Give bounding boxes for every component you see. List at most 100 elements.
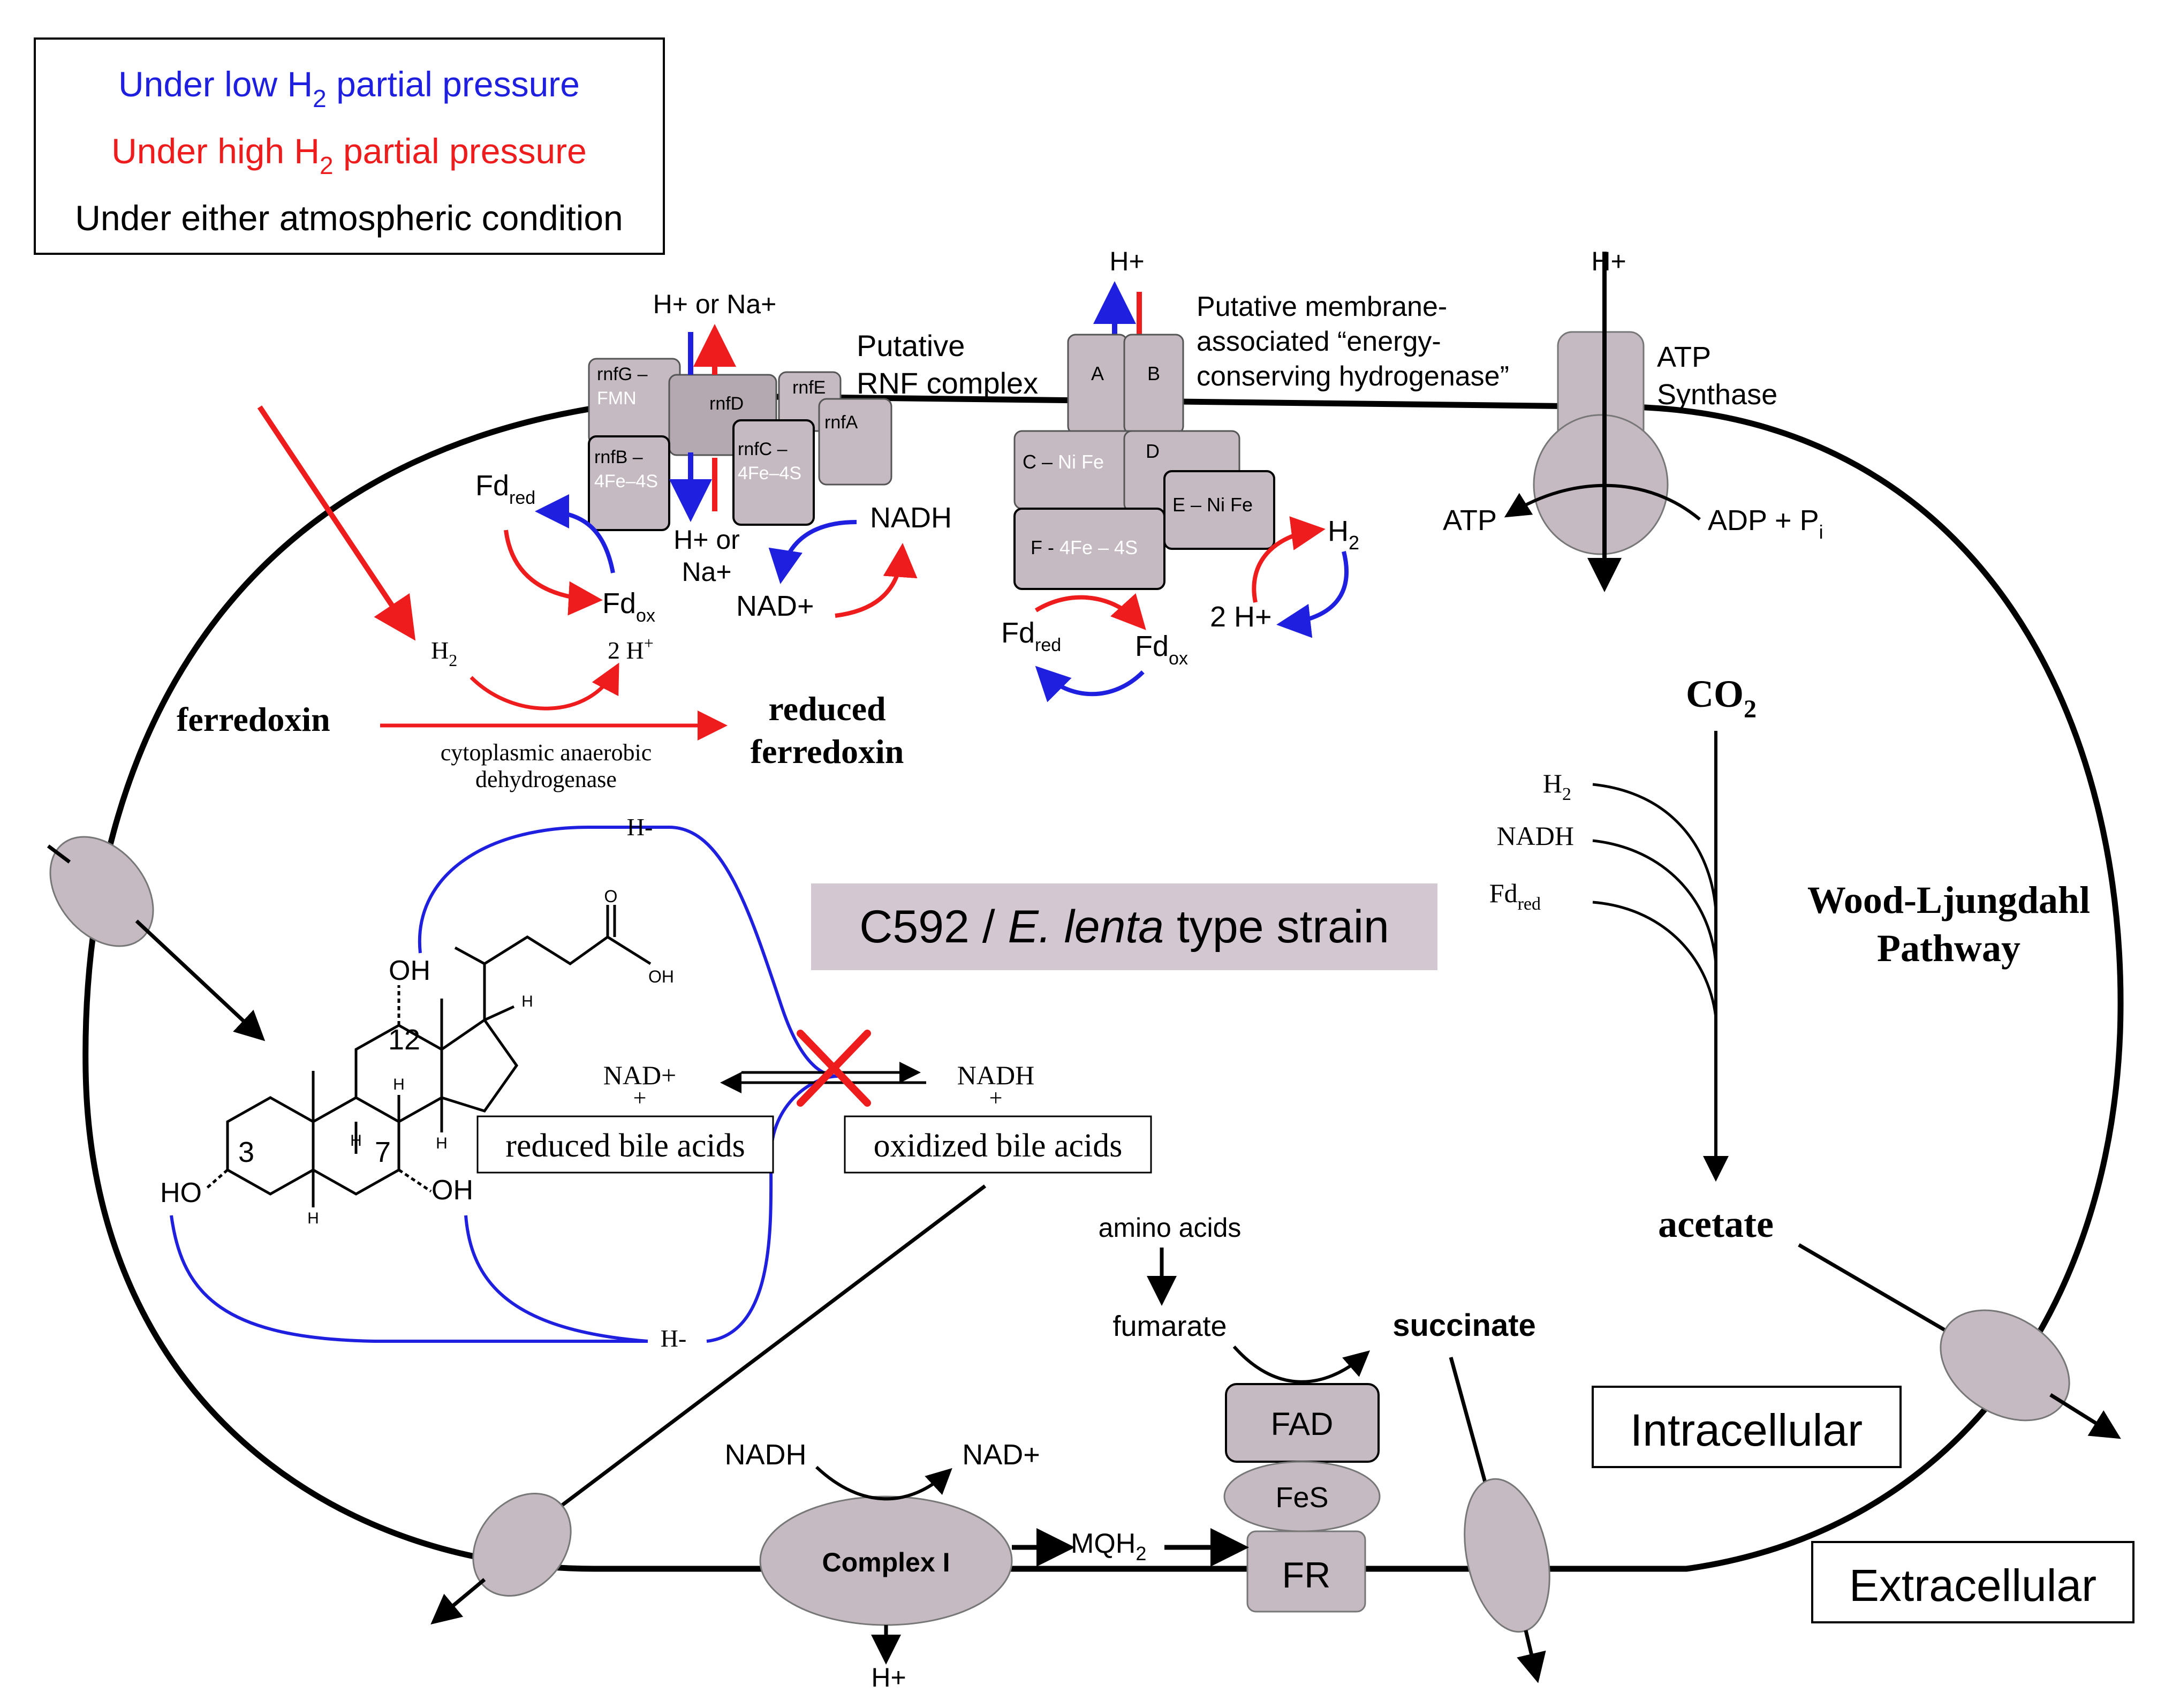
fumarate-label: fumarate [1112, 1310, 1227, 1342]
pos-12: 12 [388, 1024, 420, 1056]
bile-nad: NAD+ [603, 1060, 677, 1090]
atp-name-line2: Synthase [1657, 379, 1777, 411]
oh-12: OH [389, 955, 430, 986]
ech-fd-red-arrow [1034, 593, 1146, 630]
oxidized-bile-acids-box [844, 1115, 1152, 1174]
legend-high-pressure: Under high H2 partial pressure [111, 131, 587, 179]
wl-fd-red: Fdred [1489, 878, 1541, 914]
succinate-exporter [1464, 1478, 1550, 1633]
ech-fd-blue-arrow [1035, 666, 1145, 702]
ech-fd-ox: Fdox [1135, 630, 1188, 669]
nadh-oxidation-arrow [815, 1465, 952, 1501]
pos-7: 7 [375, 1136, 391, 1168]
wl-co2: CO2 [1686, 672, 1757, 723]
bile-export-arrow-in [547, 1184, 987, 1517]
bile-acid-exporter [472, 1493, 572, 1597]
wl-nadh: NADH [1497, 821, 1574, 851]
atp-h-plus: H+ [1591, 246, 1626, 276]
fr-subunit [1246, 1530, 1366, 1613]
rnfB-cofactor: 4Fe–4S [594, 471, 658, 492]
strain-label: C592 / E. lenta type strain [859, 901, 1389, 953]
rnf-fd-ox: Fdox [602, 587, 655, 626]
ech-subunit-f [1013, 508, 1165, 590]
acetate-export-arrow-out [2049, 1393, 2121, 1439]
cyto-two-h: 2 H+ [608, 633, 654, 664]
rnfD-label: rnfD [709, 394, 744, 414]
ho-3: HO [160, 1177, 202, 1208]
ech-b-label: B [1147, 362, 1160, 384]
complex-i-label: Complex I [822, 1547, 950, 1577]
atp-name-line1: ATP [1657, 341, 1711, 373]
ring-c [354, 1024, 443, 1123]
intracellular-box [1592, 1386, 1902, 1468]
succinate-label: succinate [1392, 1308, 1536, 1343]
extracellular-label: Extracellular [1849, 1560, 2096, 1611]
h-atom-9: H [350, 1132, 362, 1150]
wl-name-line2: Pathway [1877, 927, 2020, 970]
rnf-top-ion: H+ or Na+ [653, 289, 777, 319]
rnf-bottom-ion-line1: H+ or [673, 525, 740, 555]
legend-either-condition: Under either atmospheric condition [75, 198, 623, 238]
fumarate-respiration: amino acids fumarate succinate FAD FeS F… [724, 1213, 1550, 1692]
fes-label: FeS [1275, 1482, 1328, 1514]
ring-b [312, 1096, 400, 1196]
reduced-bile-acids-box [476, 1115, 774, 1174]
rnfA-label: rnfA [824, 412, 858, 433]
rnfE-label: rnfE [792, 377, 826, 398]
oxidized-bile-acids-label: oxidized bile acids [874, 1128, 1123, 1164]
h-atom-5: H [307, 1210, 319, 1227]
rnf-nad-red-arrow [835, 543, 918, 618]
ferredoxin-label: ferredoxin [177, 700, 330, 738]
enzyme-line1: cytoplasmic anaerobic [441, 739, 652, 766]
ech-h-plus: H+ [1109, 246, 1144, 276]
cytoplasmic-hydrogenase: H2 2 H+ ferredoxin reduced ferredoxin cy… [177, 633, 904, 792]
carbonyl [606, 905, 616, 937]
atp-product: ATP [1443, 504, 1497, 536]
ech-h2-blue-arrow [1276, 551, 1349, 638]
h-atom-8: H [393, 1076, 405, 1093]
hydride-bottom-loop [170, 1075, 838, 1343]
rnf-bottom-ion-line2: Na+ [682, 557, 731, 587]
bile-import-arrow-in [135, 919, 266, 1041]
hydride-top: H- [627, 813, 653, 841]
hydride-top-loop [418, 826, 838, 1078]
h-atom-17: H [521, 993, 533, 1010]
enzyme-line2: dehydrogenase [475, 766, 617, 792]
rnf-name-line1: Putative [857, 329, 965, 362]
bile-nadh: NADH [957, 1060, 1034, 1090]
ech-fd-red: Fdred [1001, 617, 1061, 655]
intracellular-label: Intracellular [1630, 1405, 1863, 1455]
ech-a-label: A [1091, 362, 1104, 384]
fumarate-reduction-arrow [1232, 1346, 1371, 1384]
complex-i-nad: NAD+ [962, 1439, 1040, 1471]
atp-synthesis-arrow [1504, 483, 1701, 521]
bile-nad-plus: + [633, 1085, 647, 1111]
wl-name-line1: Wood-Ljungdahl [1807, 879, 2090, 921]
rnf-fd-red-arrow [504, 530, 603, 616]
bile-acid-metabolism: OH 12 7 3 OH HO OH O H H H H H H- H- NAD… [47, 813, 1152, 1624]
acetate-export-arrow-in [1798, 1243, 1961, 1341]
rnfG-label: rnfG – [597, 364, 648, 384]
extracellular-box [1811, 1541, 2134, 1623]
legend: Under low H2 partial pressure Under high… [34, 37, 665, 255]
ech-name-line1: Putative membrane- [1197, 291, 1447, 322]
ech-name-line3: conserving hydrogenase” [1197, 361, 1509, 392]
complex-i-nadh: NADH [724, 1439, 806, 1471]
bile-nadh-plus: + [989, 1085, 1003, 1111]
mqh2-label: MQH2 [1071, 1528, 1146, 1565]
rnfB-label: rnfB – [594, 447, 643, 467]
rnf-fd-blue-arrow [535, 494, 615, 573]
oh-7-bond [398, 1168, 432, 1193]
oh-7: OH [432, 1175, 473, 1206]
ring-d [441, 1018, 519, 1113]
rnf-nadh-blue-arrow [768, 520, 857, 584]
ech-d-label: D [1146, 440, 1160, 462]
rnfG-cofactor: FMN [597, 388, 637, 409]
ech-hydrogenase: H+ A B C – Ni Fe D E – Ni Fe F - 4Fe – 4… [1001, 246, 1509, 702]
succinate-export-arrow-out [1517, 1630, 1546, 1683]
complex-i-h-plus: H+ [871, 1662, 906, 1692]
legend-low-pressure: Under low H2 partial pressure [118, 64, 580, 112]
rnf-nadh: NADH [870, 502, 952, 534]
wl-h2: H2 [1543, 768, 1571, 804]
rnf-name-line2: RNF complex [857, 366, 1038, 400]
